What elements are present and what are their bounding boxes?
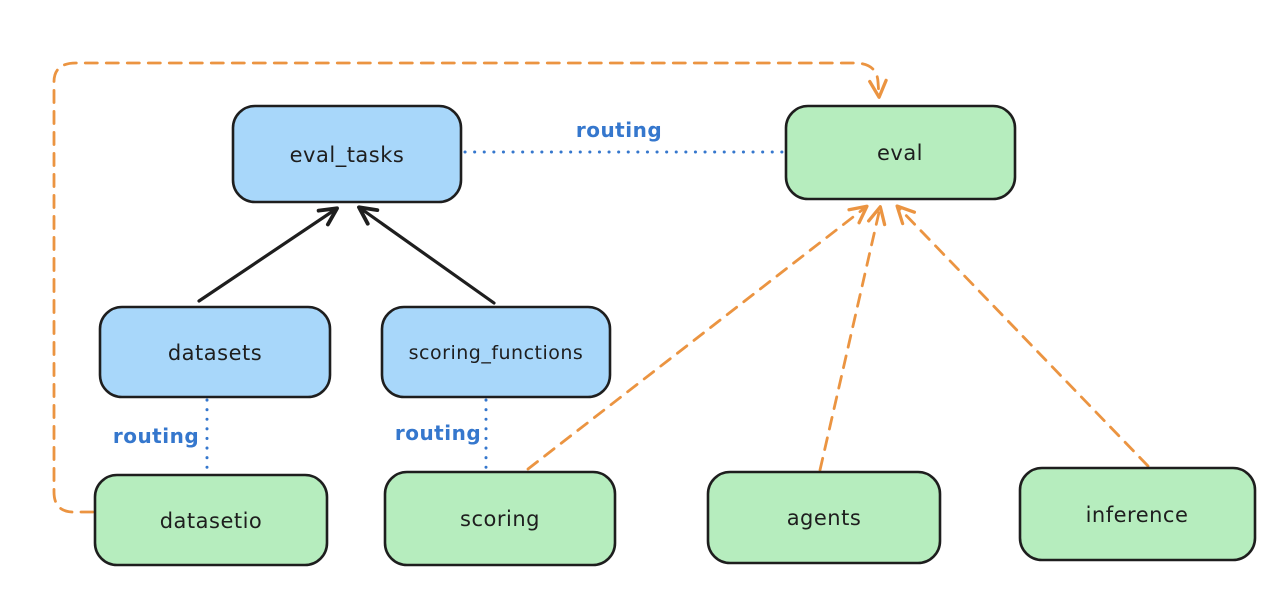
edge-datasetio-to-eval	[52, 61, 888, 514]
node-eval-box	[784, 104, 1017, 201]
node-eval-tasks-box	[231, 104, 463, 204]
routing-label-scoring: routing	[395, 421, 481, 445]
node-inference-label: inference	[1086, 503, 1189, 527]
node-scoring-functions: scoring_functions	[380, 305, 612, 399]
node-scoring-box	[383, 470, 617, 567]
node-scoring-functions-label: scoring_functions	[409, 342, 584, 364]
edge-datasets-to-eval-tasks	[197, 206, 339, 303]
routing-label-datasets: routing	[113, 424, 199, 448]
edge-inference-to-eval	[895, 204, 1150, 468]
node-datasets-label: datasets	[168, 341, 262, 365]
node-agents: agents	[706, 470, 942, 565]
node-eval-label: eval	[877, 141, 923, 165]
node-inference: inference	[1018, 466, 1257, 562]
node-datasetio-box	[93, 473, 329, 567]
node-datasets: datasets	[98, 305, 332, 399]
edge-agents-to-eval	[818, 205, 887, 472]
edge-scoring-to-eval	[526, 204, 869, 471]
edge-scoring-functions-to-eval-tasks	[357, 205, 496, 305]
node-datasetio: datasetio	[93, 473, 329, 567]
node-agents-label: agents	[787, 506, 862, 530]
node-datasetio-label: datasetio	[160, 509, 263, 533]
node-eval-tasks-label: eval_tasks	[290, 143, 405, 168]
node-inference-box	[1018, 466, 1257, 562]
node-scoring-label: scoring	[460, 507, 540, 531]
node-scoring: scoring	[383, 470, 617, 567]
routing-label-top: routing	[576, 118, 662, 142]
node-eval: eval	[784, 104, 1017, 201]
node-eval-tasks: eval_tasks	[231, 104, 463, 204]
node-datasets-box	[98, 305, 332, 399]
node-scoring-functions-box	[380, 305, 612, 399]
node-agents-box	[706, 470, 942, 565]
